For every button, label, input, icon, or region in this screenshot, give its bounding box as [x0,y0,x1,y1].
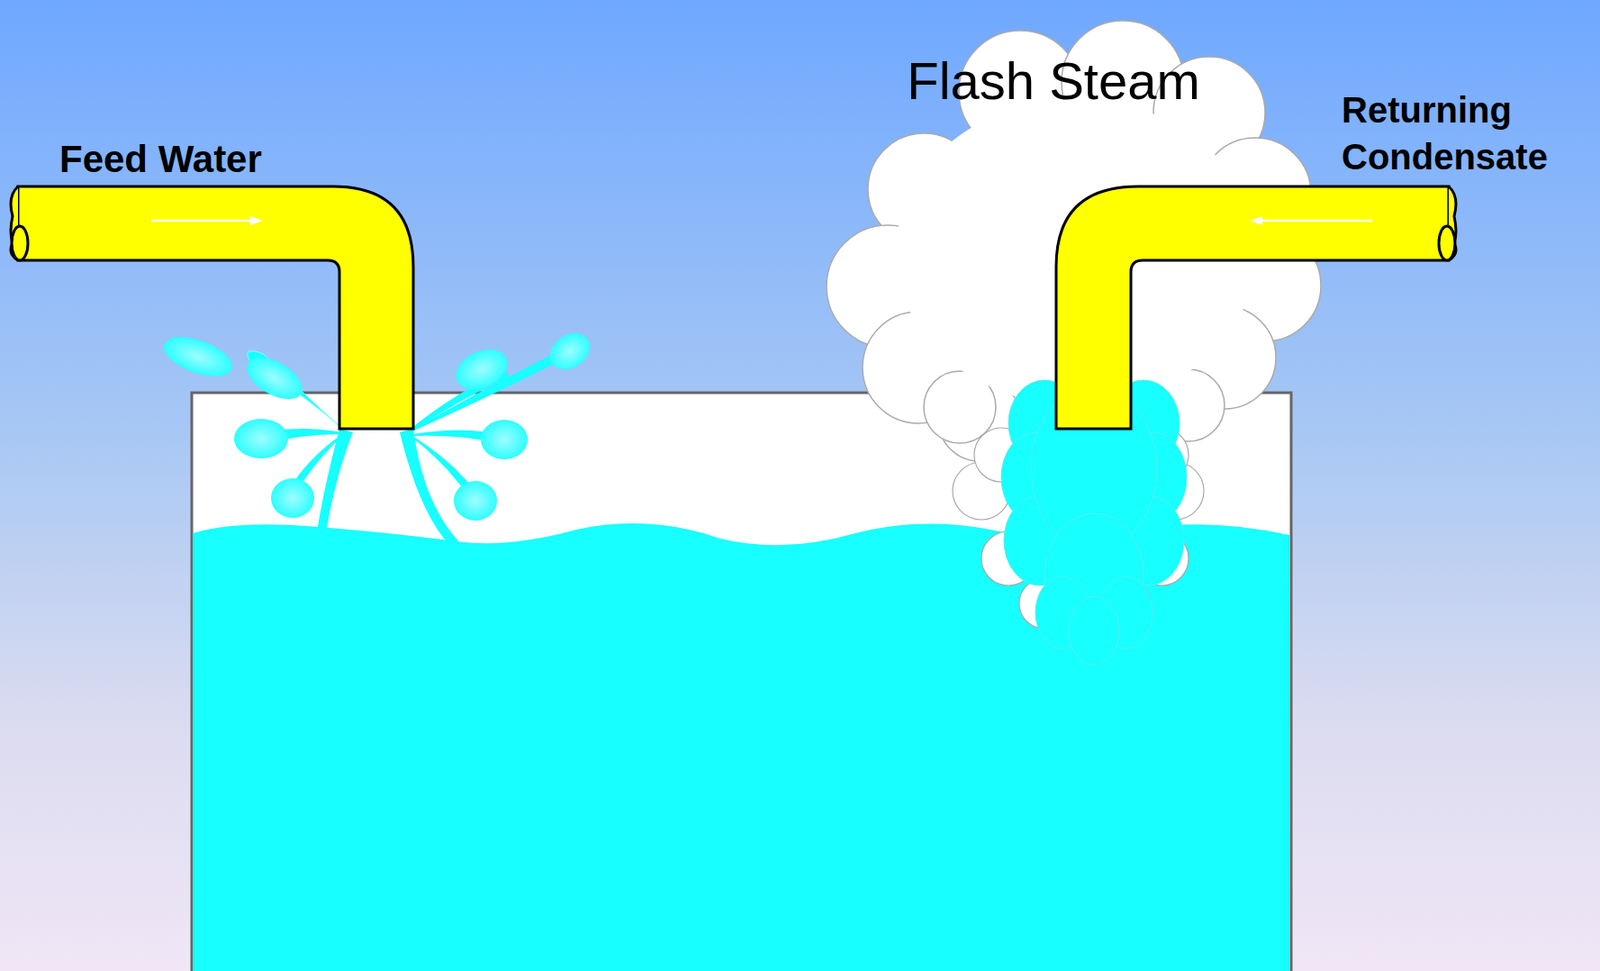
flash-steam-label: Flash Steam [900,46,1207,115]
condensate-label: Returning Condensate [1341,86,1591,181]
feed-water-pipe [18,186,414,429]
feed-water-label: Feed Water [59,135,263,185]
flow-arrow [1258,219,1373,223]
flow-arrow [1249,216,1263,226]
water [192,523,1290,971]
flow-arrow [250,216,263,226]
flow-arrow [151,219,254,223]
pipe-end [1438,225,1456,261]
pipe-end [11,225,28,261]
condensate-return-pipe [1056,186,1449,429]
